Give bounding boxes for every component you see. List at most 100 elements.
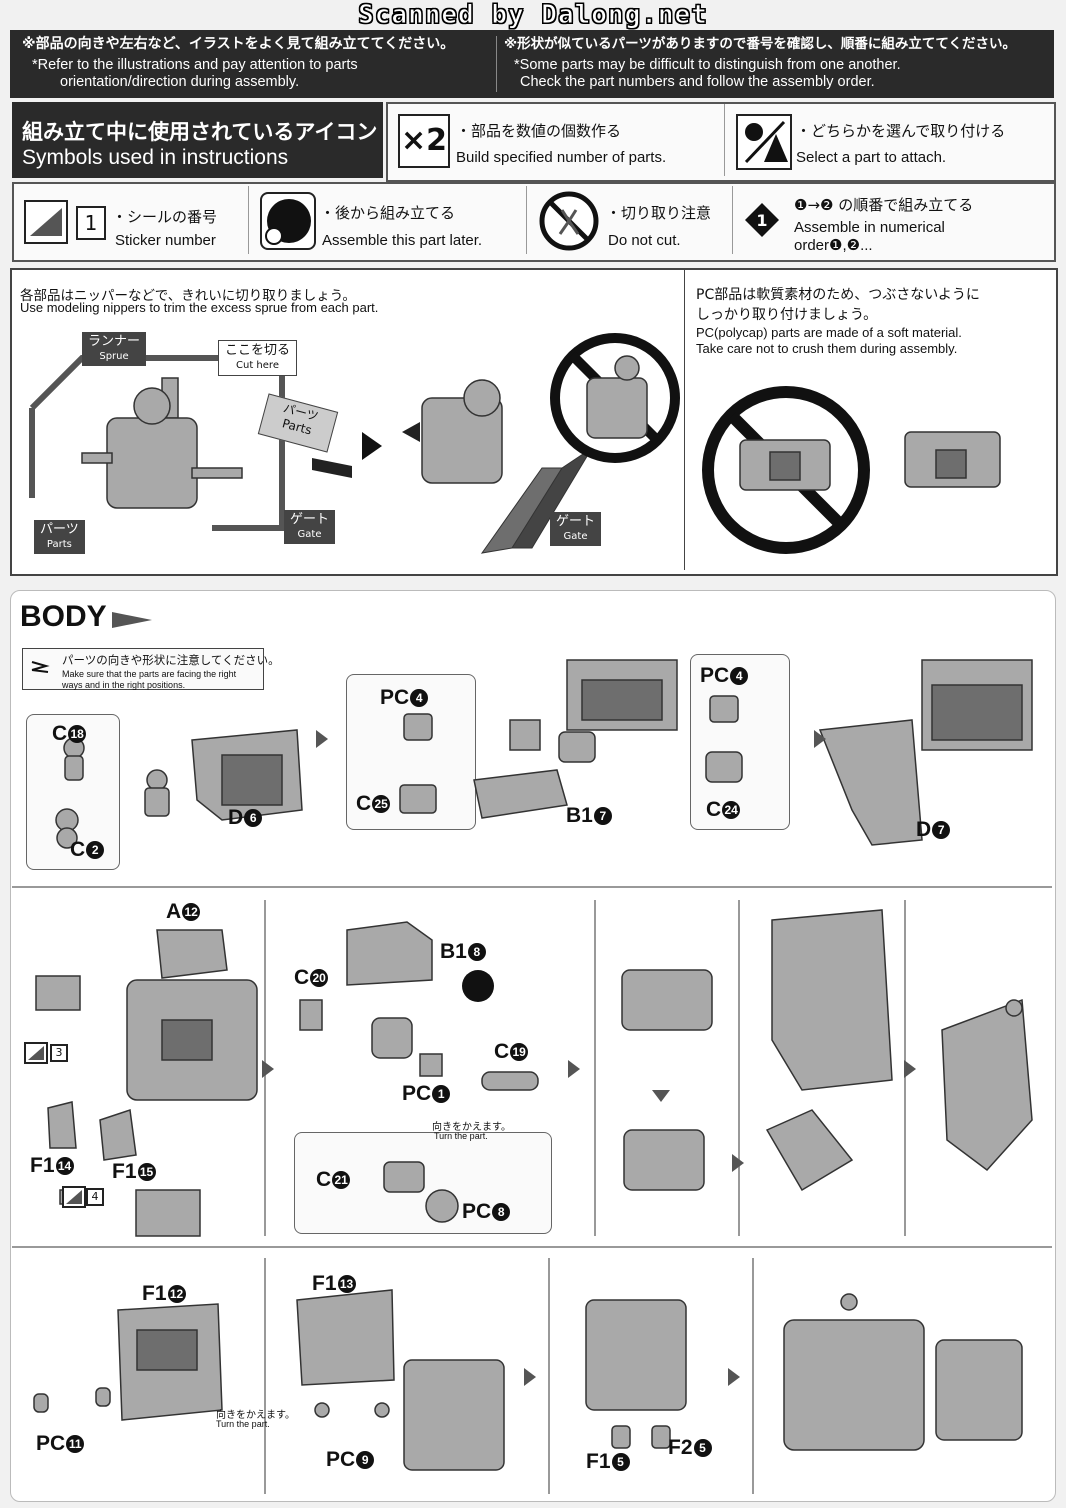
part-f114-letter: F1 [30, 1154, 55, 1177]
x2-label-en: Build specified number of parts. [456, 149, 667, 166]
part-pc4a-letter: PC [380, 686, 410, 709]
sticker-number-icon: 1 [76, 206, 106, 240]
part-b17-letter: B1 [566, 804, 593, 827]
turn-part-2-jp: 向きをかえます。 [216, 1410, 295, 1421]
part-pc4b-number: 4 [730, 667, 749, 686]
later-label-jp: ・後から組み立てる [320, 204, 456, 222]
sticker-3-number: 3 [50, 1044, 68, 1062]
part-c25-letter: C [356, 792, 372, 815]
step-arrow-3 [262, 1060, 274, 1078]
body-note-jp: パーツの向きや形状に注意してください。 [62, 653, 280, 667]
order-label-en-2: order❶,❷... [794, 237, 873, 254]
row3-col-divider-3 [752, 1258, 754, 1494]
part-pc1-number: 1 [432, 1085, 451, 1104]
symbols-title-box: 組み立て中に使用されているアイコン Symbols used in instru… [12, 102, 383, 178]
note-orientation-jp: ※部品の向きや左右など、イラストをよく見て組み立ててください。 [22, 36, 455, 52]
step-arrow-6 [904, 1060, 916, 1078]
part-f112-letter: F1 [142, 1282, 167, 1305]
sticker-3-icon [24, 1042, 48, 1064]
part-pc8-number: 8 [492, 1203, 511, 1222]
scan-banner: Scanned by Dalong.net [358, 0, 708, 31]
part-d6-letter: D [228, 806, 244, 829]
body-note-en-1: Make sure that the parts are facing the … [62, 669, 237, 679]
select-part-icon [736, 114, 792, 170]
part-pc11-number: 11 [66, 1435, 85, 1454]
assemble-later-icon [260, 192, 316, 250]
cut-here-label-en: Cut here [236, 360, 279, 371]
order-diamond-number: 1 [756, 211, 767, 230]
body-title: BODY [20, 600, 107, 633]
part-c19-number: 19 [510, 1043, 529, 1062]
body-step-3-illustration [33, 1289, 1023, 1471]
symbols-row-2 [12, 182, 1056, 262]
sprue-cutting-illustration [29, 333, 680, 554]
part-b18-letter: B1 [440, 940, 467, 963]
order-label-jp: ❶→❷ の順番で組み立てる [794, 196, 974, 214]
part-f115-number: 15 [137, 1163, 156, 1182]
part-pc11-letter: PC [36, 1432, 66, 1455]
step-arrow-1 [316, 730, 328, 748]
part-b17-number: 7 [593, 807, 612, 826]
part-c21-letter: C [316, 1168, 332, 1191]
x2-icon: ×2 [398, 114, 450, 168]
symbols-row-1 [386, 102, 1056, 182]
part-c2-number: 2 [86, 841, 105, 860]
part-pc4b-letter: PC [700, 664, 730, 687]
step-arrow-8 [728, 1368, 740, 1386]
part-f112-number: 12 [167, 1285, 186, 1304]
note-similar-en-1: *Some parts may be difficult to distingu… [514, 57, 901, 73]
turn-part-en: Turn the part. [434, 1131, 488, 1141]
part-f15-number: 5 [611, 1453, 630, 1472]
select-label-en: Select a part to attach. [796, 149, 947, 166]
step-arrow-4 [568, 1060, 580, 1078]
body-step-2-illustration [25, 909, 1033, 1237]
sticker-4-icon [62, 1186, 86, 1208]
part-d6-number: 6 [244, 809, 263, 828]
pc-note-en-1: PC(polycap) parts are made of a soft mat… [696, 325, 962, 340]
part-c20-number: 20 [310, 969, 329, 988]
part-f113-number: 13 [337, 1275, 356, 1294]
gate-label-en-2: Gate [563, 531, 588, 542]
row2-divider-3 [732, 186, 733, 254]
nocut-label-en: Do not cut. [608, 232, 681, 249]
part-c18-number: 18 [68, 725, 87, 744]
select-label-jp: ・どちらかを選んで取り付ける [796, 122, 1006, 140]
runner-label-jp: ランナー [88, 334, 141, 349]
sticker-icon [24, 200, 68, 244]
part-pc9-letter: PC [326, 1448, 356, 1471]
part-c2-letter: C [70, 838, 86, 861]
body-note-box [22, 648, 264, 690]
caution-arrow-icon [31, 661, 50, 673]
part-f114-number: 14 [55, 1157, 74, 1176]
step-arrow-2 [814, 730, 826, 748]
symbols-title-en: Symbols used in instructions [22, 146, 289, 169]
step-arrow-5 [732, 1154, 744, 1172]
sticker-label-jp: ・シールの番号 [112, 208, 218, 226]
order-label-en-1: Assemble in numerical [794, 219, 945, 236]
part-f15-letter: F1 [586, 1450, 611, 1473]
body-step-1-illustration [55, 659, 1033, 849]
part-pc4a-number: 4 [410, 689, 429, 708]
body-note-en-2: ways and in the right positions. [62, 680, 186, 690]
order-diamond-icon: 1 [744, 202, 780, 238]
step-arrow-down [652, 1090, 670, 1102]
